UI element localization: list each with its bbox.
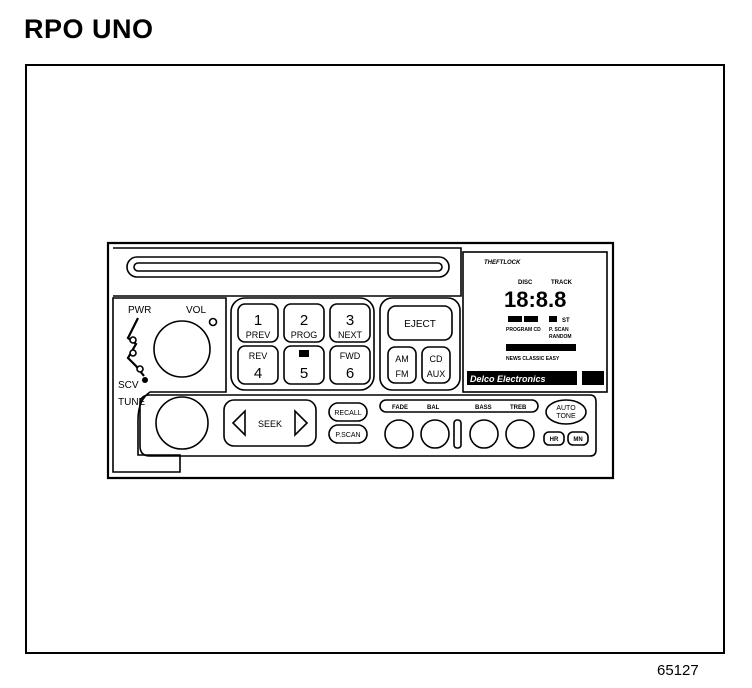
cd-slot bbox=[126, 256, 450, 278]
power-volume-knob bbox=[153, 320, 211, 378]
cd-aux-button[interactable]: CD AUX bbox=[421, 346, 451, 384]
svg-text:SEEK: SEEK bbox=[258, 419, 282, 429]
figure-frame bbox=[25, 64, 725, 654]
svg-text:FWD: FWD bbox=[340, 351, 361, 361]
svg-text:1: 1 bbox=[254, 312, 262, 329]
svg-text:NEXT: NEXT bbox=[338, 330, 363, 340]
treb-label: TREB bbox=[510, 405, 527, 411]
svg-text:P.SCAN: P.SCAN bbox=[335, 432, 360, 439]
svg-text:REV: REV bbox=[249, 351, 268, 361]
svg-text:FM: FM bbox=[396, 369, 409, 379]
am-fm-button[interactable]: AM FM bbox=[387, 346, 417, 384]
disc-label: DISC bbox=[518, 280, 533, 286]
seek-left-icon bbox=[231, 409, 246, 437]
news-classic-label: NEWS CLASSIC EASY bbox=[506, 356, 560, 362]
mn-button[interactable]: MN bbox=[567, 431, 589, 446]
svg-text:PREV: PREV bbox=[246, 330, 271, 340]
preset-button-2[interactable]: 2 PROG bbox=[283, 303, 325, 343]
svg-text:6: 6 bbox=[346, 365, 354, 382]
program-cd-label: PROGRAM CD bbox=[506, 327, 541, 333]
preset-button-3[interactable]: 3 NEXT bbox=[329, 303, 371, 343]
bass-label: BASS bbox=[475, 405, 492, 411]
svg-text:AUX: AUX bbox=[427, 369, 446, 379]
page-heading: RPO UNO bbox=[24, 14, 154, 44]
svg-text:HR: HR bbox=[550, 437, 559, 443]
svg-text:5: 5 bbox=[300, 365, 308, 382]
tune-label: TUNE bbox=[118, 397, 146, 408]
fade-label: FADE bbox=[392, 405, 408, 411]
preset-button-1[interactable]: 1 PREV bbox=[237, 303, 279, 343]
preset-button-5[interactable]: 5 bbox=[283, 345, 325, 385]
brand-label: Delco Electronics bbox=[470, 374, 546, 384]
divider-bar bbox=[453, 419, 462, 449]
seek-button[interactable]: SEEK bbox=[223, 399, 317, 447]
bass-knob[interactable] bbox=[469, 419, 499, 449]
svg-text:CD: CD bbox=[430, 354, 443, 364]
bal-knob[interactable] bbox=[420, 419, 450, 449]
p-scan-label: P. SCAN bbox=[549, 327, 569, 333]
tune-knob bbox=[155, 396, 209, 450]
treb-knob[interactable] bbox=[505, 419, 535, 449]
indicator-led bbox=[208, 317, 218, 327]
random-label: RANDOM bbox=[549, 334, 572, 340]
svg-text:3: 3 bbox=[346, 312, 354, 329]
pwr-label: PWR bbox=[128, 305, 151, 316]
preset-button-6[interactable]: FWD 6 bbox=[329, 345, 371, 385]
svg-text:AUTO: AUTO bbox=[556, 405, 576, 412]
seek-right-icon bbox=[294, 409, 309, 437]
preset-button-4[interactable]: REV 4 bbox=[237, 345, 279, 385]
auto-tone-button[interactable]: AUTO TONE bbox=[545, 399, 587, 425]
radio-faceplate bbox=[106, 241, 615, 480]
svg-text:2: 2 bbox=[300, 312, 308, 329]
svg-text:MN: MN bbox=[573, 437, 582, 443]
vol-label: VOL bbox=[186, 305, 206, 316]
svg-text:PROG: PROG bbox=[291, 330, 318, 340]
svg-text:RECALL: RECALL bbox=[334, 410, 361, 417]
pscan-button[interactable]: P.SCAN bbox=[328, 424, 368, 444]
pause-icon bbox=[299, 350, 309, 357]
scv-label: SCV bbox=[118, 380, 139, 391]
svg-text:4: 4 bbox=[254, 365, 262, 382]
st-label: ST bbox=[562, 318, 570, 324]
bal-label: BAL bbox=[427, 405, 440, 411]
eject-button[interactable]: EJECT bbox=[387, 305, 453, 341]
recall-button[interactable]: RECALL bbox=[328, 402, 368, 422]
svg-text:AM: AM bbox=[395, 354, 409, 364]
hr-button[interactable]: HR bbox=[543, 431, 565, 446]
track-label: TRACK bbox=[551, 280, 573, 286]
svg-text:TONE: TONE bbox=[556, 413, 576, 420]
fade-knob[interactable] bbox=[384, 419, 414, 449]
theftlock-label: THEFTLOCK bbox=[484, 260, 521, 266]
figure-number: 65127 bbox=[657, 662, 699, 679]
svg-text:EJECT: EJECT bbox=[404, 319, 436, 330]
display-digits: 18:8.8 bbox=[504, 287, 566, 312]
